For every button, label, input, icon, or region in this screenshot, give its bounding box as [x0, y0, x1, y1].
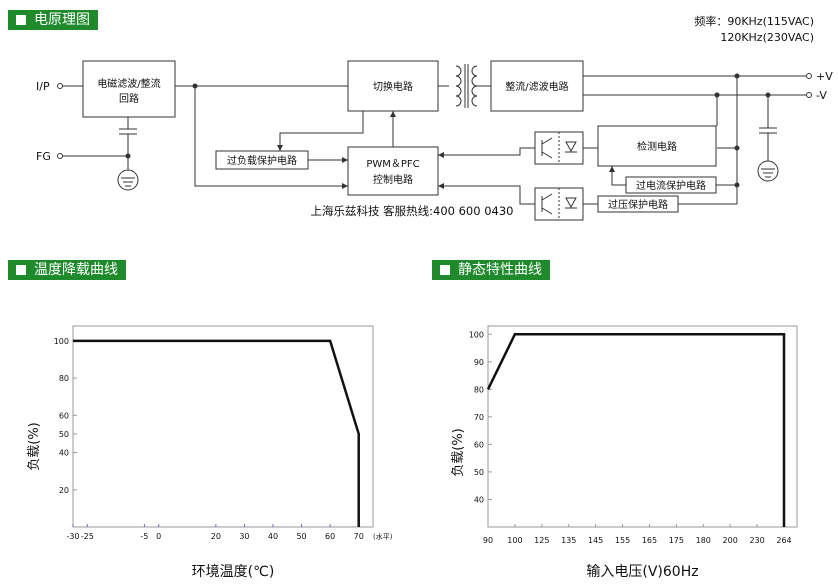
- input-fg-terminal: [57, 153, 63, 159]
- x-tick-label: 155: [615, 536, 630, 545]
- square-bullet-icon: [16, 265, 26, 275]
- x-tick-label: 70: [354, 532, 364, 541]
- x-tick-label: 264: [776, 536, 791, 545]
- square-bullet-icon: [440, 265, 450, 275]
- header-label: 静态特性曲线: [458, 262, 542, 278]
- input-ip-label: I/P: [36, 80, 50, 93]
- header-label: 温度降载曲线: [34, 262, 118, 278]
- detection-circuit-box: [597, 125, 717, 167]
- emi-filter-box: [82, 60, 176, 118]
- x-tick-label: 165: [642, 536, 657, 545]
- y-tick-label: 60: [59, 411, 69, 420]
- x-tick-label: 200: [723, 536, 738, 545]
- y-tick-label: 40: [474, 495, 484, 504]
- junction-dot: [125, 153, 131, 159]
- header-label: 电原理图: [34, 12, 90, 28]
- detection-circuit-label: 检测电路: [637, 140, 677, 153]
- transformer-primary-icon: [455, 65, 462, 107]
- pwm-pfc-controller-box: [347, 146, 439, 196]
- y-tick-label: 100: [469, 330, 484, 339]
- input-ip-terminal: [57, 83, 63, 89]
- y-tick-label: 40: [59, 449, 69, 458]
- y-tick-label: 100: [54, 337, 69, 346]
- x-tick-label: 175: [669, 536, 684, 545]
- output-neg-label: -V: [816, 89, 827, 102]
- x-tick-label: -25: [81, 532, 94, 541]
- output-pos-label: +V: [816, 70, 833, 83]
- frequency-line-2: 120KHz(230VAC): [720, 31, 814, 44]
- service-hotline: 上海乐兹科技 客服热线:400 600 0430: [310, 204, 513, 218]
- rectifier-filter-label: 整流/滤波电路: [505, 80, 568, 93]
- ground-icon: [117, 169, 139, 191]
- x-tick-label: 60: [325, 532, 335, 541]
- x-tick-label: 0: [156, 532, 161, 541]
- overvoltage-protection-label: 过压保护电路: [608, 198, 668, 211]
- y-axis-label: 负载(%): [27, 422, 42, 471]
- input-fg-label: FG: [36, 150, 51, 163]
- y-tick-label: 50: [59, 430, 69, 439]
- x-tick-label: 135: [561, 536, 576, 545]
- x-tick-label: 230: [749, 536, 764, 545]
- x-tick-label: 30: [239, 532, 249, 541]
- y-axis-label: 负载(%): [451, 428, 466, 477]
- y-tick-label: 80: [474, 385, 484, 394]
- x-unit-note: (水平): [373, 532, 393, 541]
- emi-filter-label-1: 电磁滤波/整流: [97, 77, 160, 90]
- series-line: [486, 333, 786, 527]
- plot-frame: [72, 325, 374, 528]
- x-tick-label: 145: [588, 536, 603, 545]
- overcurrent-protection-label: 过电流保护电路: [636, 179, 706, 192]
- square-bullet-icon: [16, 15, 26, 25]
- x-tick-label: -5: [140, 532, 148, 541]
- block-diagram: 频率：90KHz(115VAC) 120KHz(230VAC) I/P FG 电…: [36, 14, 833, 221]
- x-tick-label: 40: [268, 532, 278, 541]
- frequency-line-1: 频率：90KHz(115VAC): [694, 14, 814, 28]
- y-tick-label: 20: [59, 486, 69, 495]
- x-tick-label: 100: [507, 536, 522, 545]
- series-line: [73, 339, 360, 527]
- derating-curve-header: 温度降载曲线: [8, 260, 126, 280]
- y-tick-label: 90: [474, 358, 484, 367]
- overload-protection-label: 过负载保护电路: [227, 154, 297, 167]
- x-tick-label: 50: [296, 532, 306, 541]
- static-curve-header: 静态特性曲线: [432, 260, 550, 280]
- pwm-pfc-label-1: PWM＆PFC: [366, 159, 419, 170]
- pwm-pfc-label-2: 控制电路: [373, 173, 413, 186]
- x-axis-label: 环境温度(℃): [192, 564, 275, 580]
- x-axis-label: 输入电压(V)60Hz: [586, 564, 698, 580]
- rectifier-filter-box: [490, 60, 584, 112]
- output-pos-terminal: [806, 73, 812, 79]
- x-tick-label: 125: [534, 536, 549, 545]
- output-neg-terminal: [806, 92, 812, 98]
- y-tick-label: 70: [474, 413, 484, 422]
- switching-circuit-label: 切换电路: [373, 80, 413, 93]
- x-tick-label: 180: [696, 536, 711, 545]
- plot-frame: [487, 325, 798, 528]
- block-diagram-header: 电原理图: [8, 10, 98, 30]
- x-tick-label: -30: [66, 532, 79, 541]
- y-tick-label: 50: [474, 468, 484, 477]
- emi-filter-label-2: 回路: [119, 92, 139, 105]
- x-tick-label: 90: [483, 536, 493, 545]
- x-tick-label: 20: [211, 532, 221, 541]
- transformer-secondary-icon: [471, 65, 478, 107]
- ground-icon: [757, 160, 779, 182]
- y-tick-label: 60: [474, 440, 484, 449]
- y-tick-label: 80: [59, 374, 69, 383]
